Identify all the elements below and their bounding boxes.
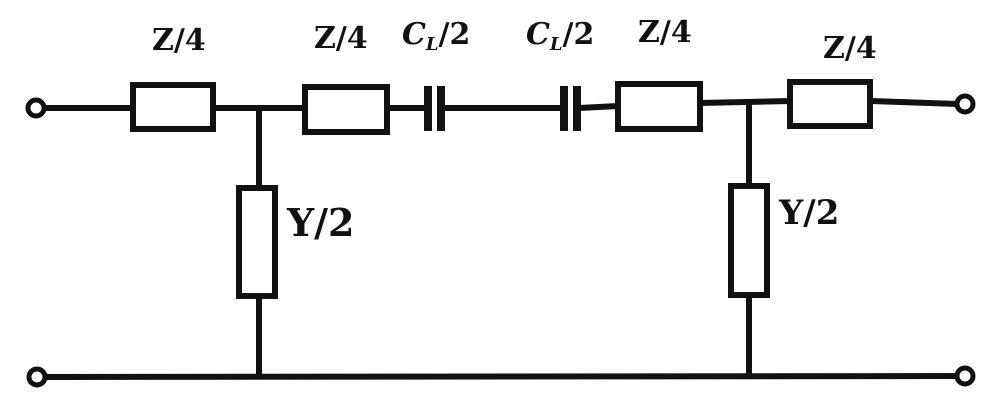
capacitor-2-plate-a — [560, 86, 568, 131]
label-cl2-2-sub: L — [549, 34, 563, 55]
terminal-bottom-left — [26, 366, 48, 388]
wire-top-c2-r3 — [578, 103, 619, 111]
label-cl2-1-base: C — [402, 17, 426, 52]
label-cl2-1-sub: L — [425, 34, 439, 55]
terminal-top-left — [25, 97, 47, 119]
label-y2-left: Y/2 — [287, 200, 355, 245]
label-z4-3: Z/4 — [638, 15, 692, 50]
resistor-z4-4 — [787, 79, 873, 129]
resistor-y2-left — [236, 185, 278, 299]
capacitor-1-plate-a — [424, 86, 432, 131]
label-cl2-1: CL/2 — [402, 20, 470, 54]
resistor-y2-right — [728, 183, 770, 298]
resistor-z4-3 — [615, 81, 703, 132]
label-y2-right: Y/2 — [779, 193, 840, 233]
label-cl2-2: CL/2 — [526, 20, 594, 54]
wire-top-r3-r4 — [699, 98, 791, 106]
capacitor-2-plate-b — [573, 86, 581, 131]
label-z4-4: Z/4 — [823, 31, 877, 66]
label-cl2-1-rest: /2 — [438, 17, 471, 52]
wire-bottom — [43, 373, 959, 380]
resistor-z4-1 — [130, 82, 216, 132]
wire-top-right — [869, 98, 959, 107]
label-z4-2: Z/4 — [314, 21, 368, 56]
terminal-bottom-right — [954, 365, 976, 387]
capacitor-1-plate-b — [437, 86, 445, 131]
label-z4-1: Z/4 — [152, 23, 206, 58]
terminal-top-right — [954, 93, 976, 115]
resistor-z4-2 — [302, 84, 390, 135]
label-cl2-2-rest: /2 — [562, 17, 595, 52]
label-cl2-2-base: C — [526, 17, 550, 52]
